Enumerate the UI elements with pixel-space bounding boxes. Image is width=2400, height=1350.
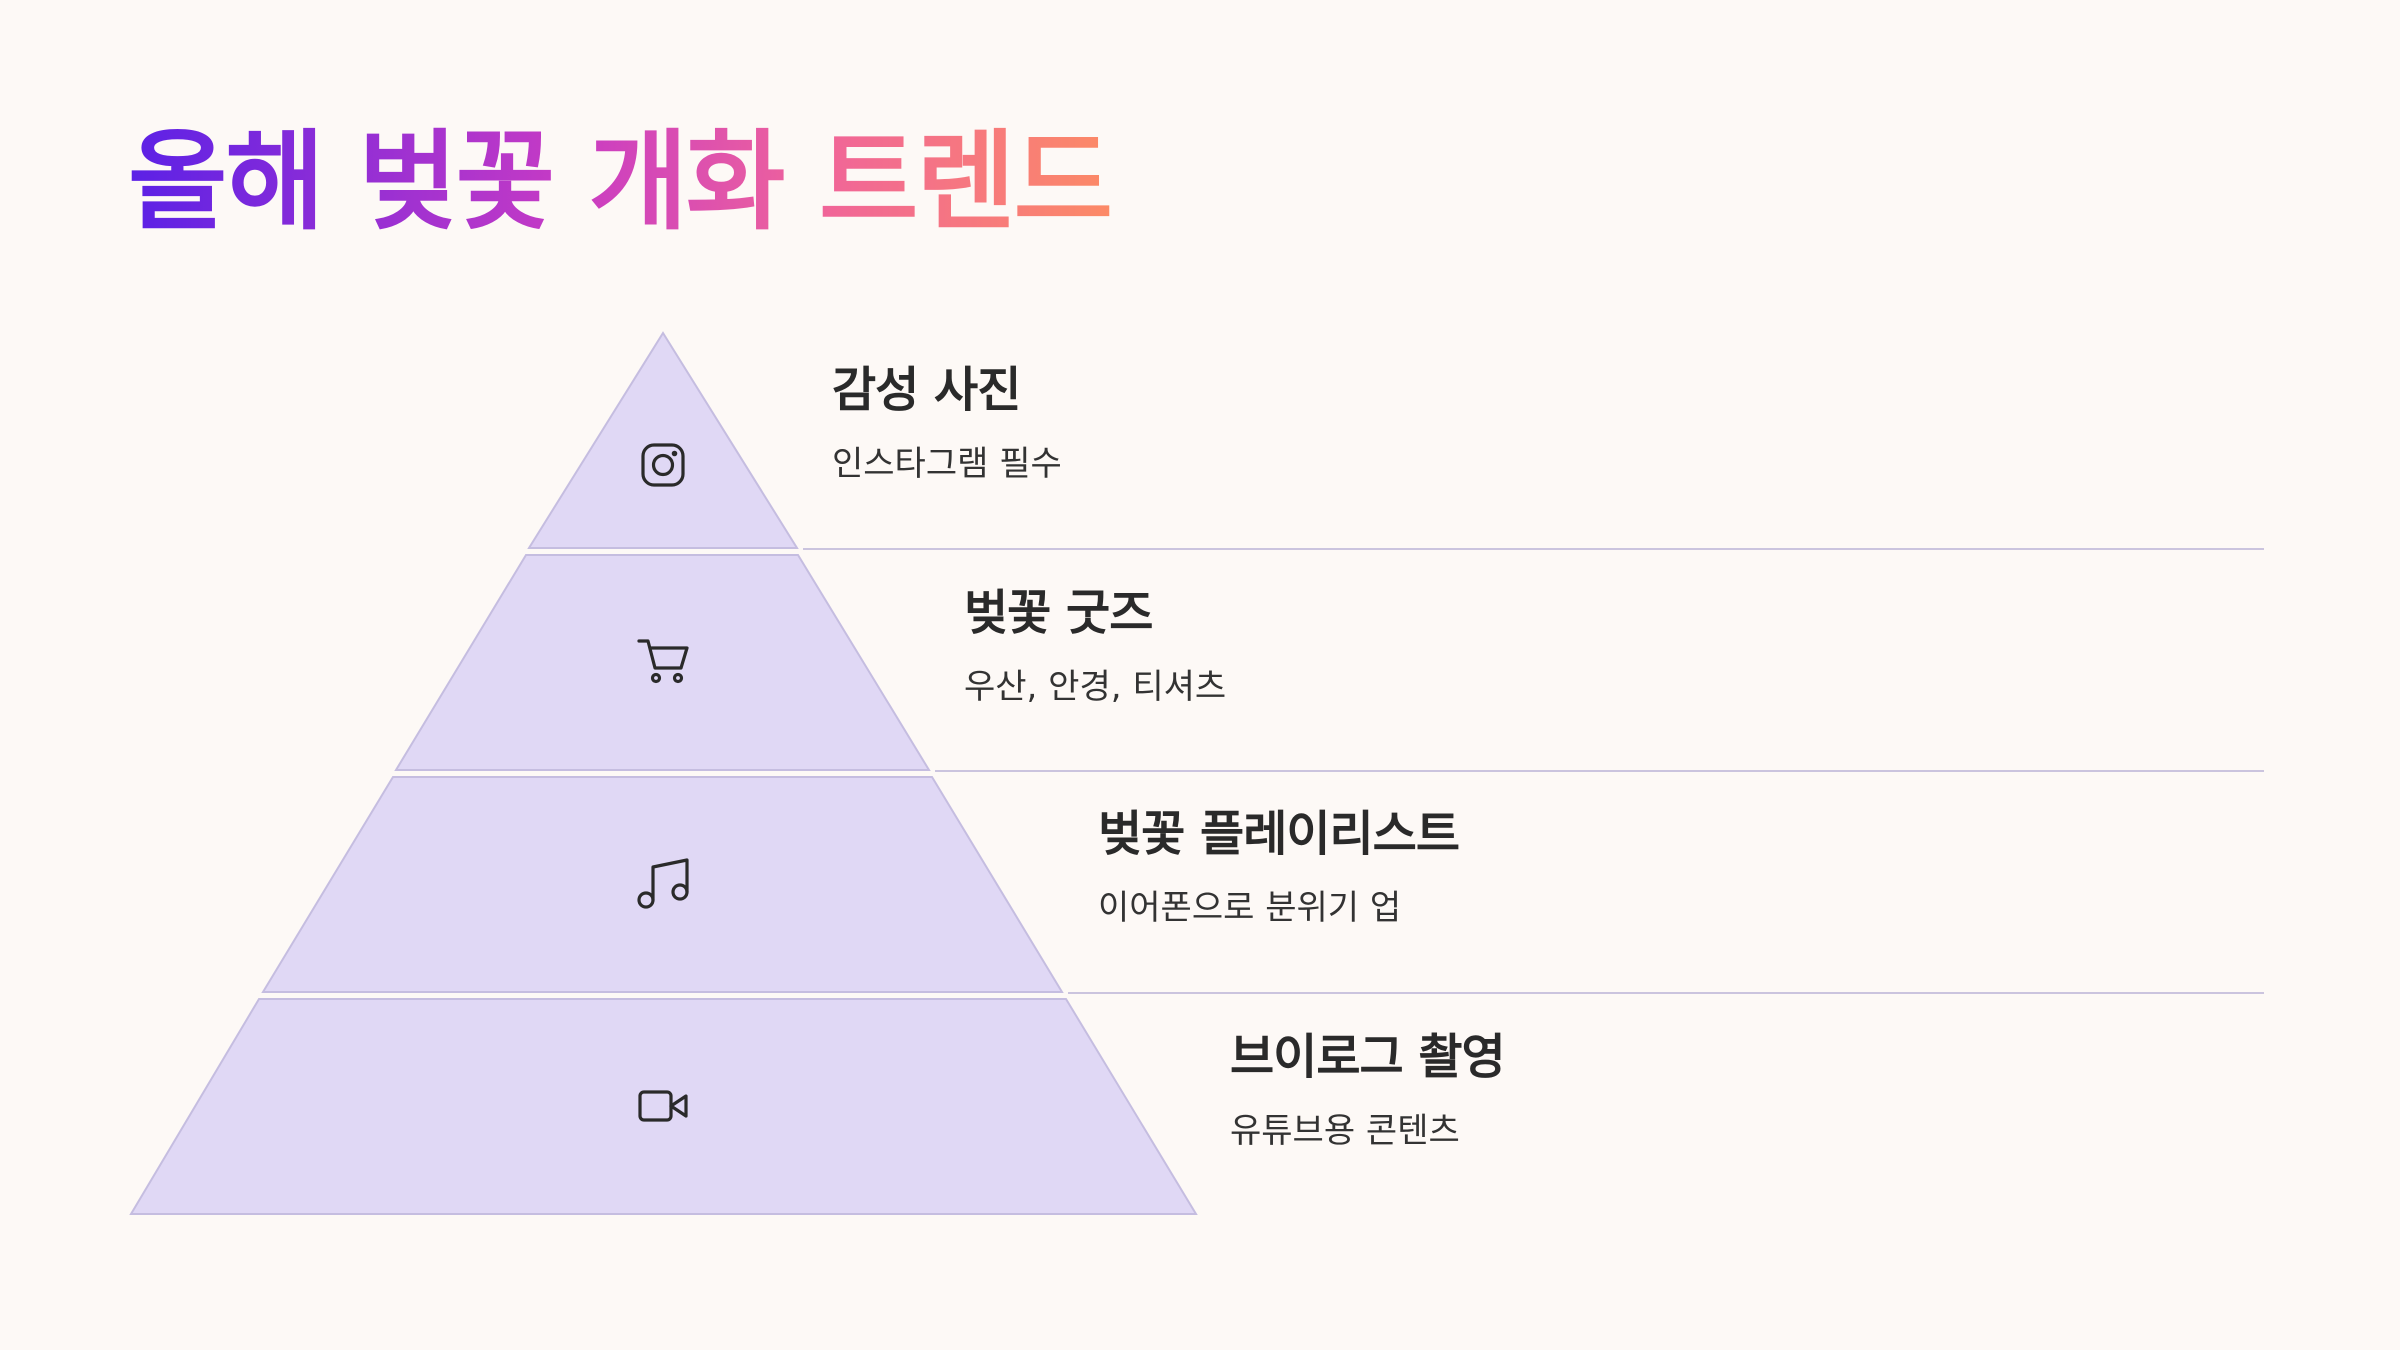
shopping-cart-icon — [637, 639, 689, 684]
tier-4-heading: 브이로그 촬영 — [1230, 1029, 1506, 1085]
tier-2-description: 우산, 안경, 티셔츠 — [964, 666, 1227, 707]
slide-title: 올해 벚꽃 개화 트렌드 — [128, 118, 1113, 248]
tier-1-heading: 감성 사진 — [832, 362, 1021, 418]
tier-3-heading: 벚꽃 플레이리스트 — [1098, 806, 1460, 862]
pyramid-tier-1 — [527, 331, 799, 549]
pyramid-tier-2 — [394, 554, 931, 771]
tier-1-text: 감성 사진 인스타그램 필수 — [832, 362, 1062, 486]
pyramid-tier-4 — [129, 998, 1198, 1215]
tier-3-text: 벚꽃 플레이리스트 이어폰으로 분위기 업 — [1098, 806, 1460, 930]
tier-2-heading: 벚꽃 굿즈 — [964, 585, 1153, 641]
tier-3-description: 이어폰으로 분위기 업 — [1098, 887, 1402, 928]
video-camera-icon — [638, 1090, 688, 1122]
tier-4-text: 브이로그 촬영 유튜브용 콘텐츠 — [1230, 1029, 1506, 1153]
pyramid-tier-3 — [261, 776, 1064, 993]
instagram-icon — [641, 443, 685, 487]
music-note-icon — [637, 858, 689, 909]
tier-2-text: 벚꽃 굿즈 우산, 안경, 티셔츠 — [964, 585, 1226, 709]
tier-4-description: 유튜브용 콘텐츠 — [1230, 1110, 1460, 1151]
tier-1-description: 인스타그램 필수 — [832, 443, 1062, 484]
